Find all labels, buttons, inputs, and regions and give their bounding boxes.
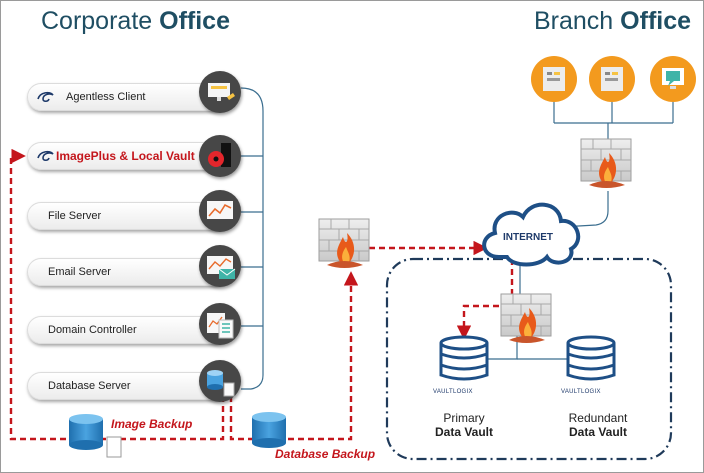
primary-vault-db-icon <box>439 335 489 381</box>
image-backup-label: Image Backup <box>111 417 193 431</box>
database-backup-db-icon <box>252 412 286 448</box>
firewall-branch <box>580 138 632 188</box>
database-icon <box>199 360 241 402</box>
branch-title-bold: Office <box>620 7 692 35</box>
redundant-vault-line1: Redundant <box>568 411 628 425</box>
server-label: Agentless Client <box>66 91 146 103</box>
server-row-domain-controller[interactable]: Domain Controller <box>27 316 227 344</box>
corporate-title-light: Corporate <box>41 7 160 35</box>
corporate-bus <box>240 87 264 390</box>
image-backup-db-icon <box>69 414 122 458</box>
branch-chat-icon <box>650 56 696 102</box>
server-row-agentless-client[interactable]: Agentless Client <box>27 83 227 111</box>
server-row-imageplus[interactable]: ImagePlus & Local Vault <box>27 142 227 170</box>
backup-paths <box>9 148 514 441</box>
server-row-file-server[interactable]: File Server <box>27 202 227 230</box>
firewall-corporate <box>318 218 370 268</box>
firewall-vault <box>500 293 552 343</box>
primary-vault-line2: Data Vault <box>434 425 494 439</box>
server-row-email-server[interactable]: Email Server <box>27 258 227 286</box>
redundant-vault-caption: Redundant Data Vault <box>538 411 658 439</box>
corporate-office-title: Corporate Office <box>41 7 230 36</box>
documents-icon <box>199 303 241 345</box>
monitor-card-icon <box>199 71 241 113</box>
vaultlogix-logo-primary: VAULTLOGIX <box>433 389 473 395</box>
swirl-logo-icon <box>37 91 54 103</box>
internet-cloud: INTERNET <box>482 202 581 267</box>
primary-vault-line1: Primary <box>443 411 485 425</box>
swirl-logo-icon <box>37 150 54 162</box>
line-chart-icon <box>199 190 241 232</box>
redundant-vault-db-icon <box>566 335 616 381</box>
primary-vault-caption: Primary Data Vault <box>404 411 524 439</box>
email-icon <box>199 245 241 287</box>
server-label: Database Server <box>48 380 131 392</box>
server-label: File Server <box>48 210 102 222</box>
branch-workstation-2-icon <box>589 56 635 102</box>
corporate-title-bold: Office <box>159 7 230 35</box>
database-backup-label: Database Backup <box>275 447 376 461</box>
branch-office-title: Branch Office <box>534 7 691 36</box>
vault-disc-icon <box>199 135 241 177</box>
redundant-vault-line2: Data Vault <box>568 425 628 439</box>
server-label: ImagePlus & Local Vault <box>56 149 195 163</box>
internet-label: INTERNET <box>503 232 553 243</box>
server-label: Email Server <box>48 266 111 278</box>
vaultlogix-logo-redundant: VAULTLOGIX <box>561 389 601 395</box>
server-row-database-server[interactable]: Database Server <box>27 372 227 400</box>
branch-title-light: Branch <box>534 7 621 35</box>
server-label: Domain Controller <box>48 324 137 336</box>
branch-workstation-1-icon <box>531 56 577 102</box>
